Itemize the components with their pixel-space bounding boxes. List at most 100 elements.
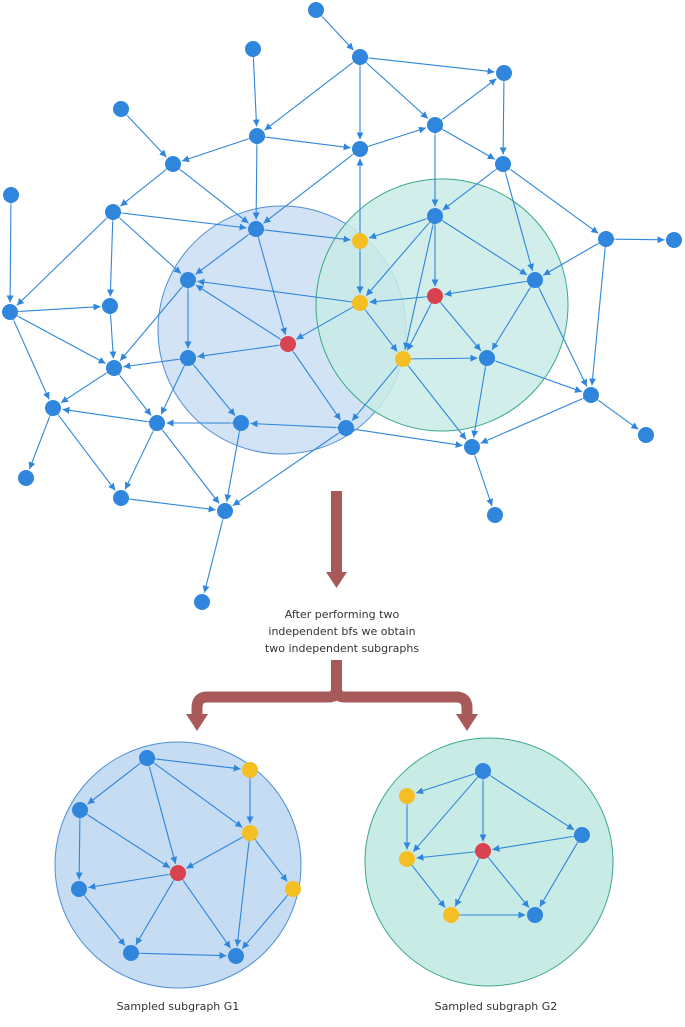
- graph-edge-n31-n38: [155, 422, 220, 504]
- graph-edge-n30-n37: [51, 407, 116, 491]
- g2-node-b1: [475, 763, 491, 779]
- graph-edge-n26-n27: [405, 354, 478, 363]
- graph-node-n2: [352, 49, 368, 65]
- graph-edge-n27-n35: [471, 359, 491, 438]
- graph-edge-n14-n26: [403, 217, 438, 350]
- graph-node-n6: [249, 128, 265, 144]
- g1-node-a1: [139, 750, 155, 766]
- graph-sampled-node-n26: [395, 351, 411, 367]
- graph-edge-n12-n22: [107, 214, 117, 297]
- graph-node-n12: [105, 204, 121, 220]
- graph-node-n34: [638, 427, 654, 443]
- graph-node-n19: [527, 272, 543, 288]
- split-arrow-right-branch: [330, 689, 473, 716]
- g1-edge-a8-a9: [133, 949, 227, 960]
- graph-edge-n22-n28: [106, 308, 117, 359]
- split-arrow-left-head: [186, 714, 208, 731]
- graph-edge-n8-n3: [434, 78, 497, 127]
- graph-edge-n25-n31: [160, 358, 191, 415]
- g1-node-a6: [71, 881, 87, 897]
- graph-edge-n12-n23: [16, 211, 114, 306]
- graph-edge-n6-n7: [259, 132, 351, 151]
- graph-node-n18: [180, 272, 196, 288]
- g1-edge-a7-a9: [241, 888, 295, 950]
- graph-edge-n24-n18: [195, 284, 288, 346]
- bfs-caption-line-2: independent bfs we obtain: [268, 625, 416, 638]
- graph-edge-n28-n31: [112, 367, 152, 416]
- graph-edge-n19-n27: [491, 280, 537, 351]
- graph-node-n40: [194, 594, 210, 610]
- split-arrow-stem: [331, 660, 342, 690]
- graph-edge-n8-n10: [435, 123, 496, 160]
- graph-edge-n2-n6: [264, 55, 361, 131]
- graph-edge-n6-n13: [252, 138, 261, 220]
- graph-edge-n25-n32: [186, 357, 236, 416]
- graph-edge-n1-n2: [315, 9, 354, 51]
- graph-edge-n18-n28: [119, 279, 190, 362]
- g2-edge-b4-b7: [481, 850, 530, 908]
- g2-edge-b3-b7: [539, 835, 584, 908]
- g1-sampled-node-a4: [242, 825, 258, 841]
- graph-edge-n38-n40: [202, 512, 228, 593]
- g1-edge-a4-a5: [186, 831, 250, 869]
- graph-edge-n31-n37: [124, 423, 160, 490]
- graph-edge-n29-n35: [480, 392, 591, 444]
- graph-node-n22: [102, 298, 118, 314]
- graph-node-n35: [464, 439, 480, 455]
- graph-edge-n7-n13: [263, 147, 361, 224]
- graph-edge-n9-n13: [172, 162, 249, 224]
- g2-seed-node-b4: [475, 843, 491, 859]
- g2-node-b7: [527, 907, 543, 923]
- graph-edge-n24-n25: [197, 340, 287, 360]
- graph-node-n1: [308, 2, 324, 18]
- g2-edge-b5-b6: [405, 858, 446, 908]
- split-arrow-left-branch: [191, 689, 343, 716]
- graph-edge-n33-n38: [232, 426, 346, 507]
- graph-node-n39: [487, 507, 503, 523]
- graph-node-n25: [180, 350, 196, 366]
- flow-arrow-head: [326, 572, 347, 588]
- graph-edge-n35-n39: [469, 448, 494, 507]
- graph-edge-n16-n19: [542, 237, 606, 276]
- subgraph-g2-caption: Sampled subgraph G2: [434, 1000, 558, 1013]
- g2-edge-b1-b5: [412, 770, 485, 853]
- bfs-caption-line-3: two independent subgraphs: [264, 642, 420, 655]
- graph-seed-node-n24: [280, 336, 296, 352]
- graph-edge-n9-n12: [120, 162, 174, 207]
- graph-edge-n21-n26: [358, 302, 398, 352]
- graph-edge-n13-n18: [195, 227, 257, 275]
- graph-edge-n37-n38: [123, 494, 216, 513]
- graph-node-n27: [479, 350, 495, 366]
- graph-node-n17: [666, 232, 682, 248]
- flow-arrow-shaft: [331, 491, 342, 574]
- graph-edge-n30-n36: [28, 409, 56, 470]
- graph-node-n5: [113, 101, 129, 117]
- graph-edge-n33-n35: [347, 424, 463, 449]
- graph-node-n38: [217, 503, 233, 519]
- g1-edge-a5-a8: [135, 873, 180, 946]
- graph-edge-n12-n18: [112, 211, 182, 275]
- g2-edge-b4-b6: [454, 851, 486, 907]
- graph-node-n3: [496, 65, 512, 81]
- graph-edge-n27-n29: [488, 355, 583, 393]
- graph-edge-n32-n38: [224, 424, 244, 502]
- graph-sampled-node-n21: [352, 295, 368, 311]
- graph-node-n36: [18, 470, 34, 486]
- bfs-caption-line-1: After performing two: [284, 608, 400, 621]
- g1-edge-a1-a3: [87, 756, 148, 805]
- graph-edge-n4-n6: [249, 51, 260, 127]
- g2-sampled-node-b2: [399, 788, 415, 804]
- graph-edge-n2-n3: [362, 53, 495, 75]
- g1-edge-a3-a5: [80, 808, 171, 869]
- g2-sampled-node-b5: [399, 851, 415, 867]
- g1-edge-a6-a8: [77, 888, 126, 946]
- graph-edge-n6-n9: [181, 133, 256, 163]
- graph-edge-n11-n23: [6, 197, 15, 303]
- g2-edge-b1-b3: [483, 769, 575, 831]
- graph-node-n16: [598, 231, 614, 247]
- graph-edge-n29-n34: [590, 393, 639, 430]
- split-arrow-right-head: [456, 714, 478, 731]
- graph-edge-n20-n27: [433, 295, 482, 352]
- graph-edge-n10-n14: [442, 162, 504, 211]
